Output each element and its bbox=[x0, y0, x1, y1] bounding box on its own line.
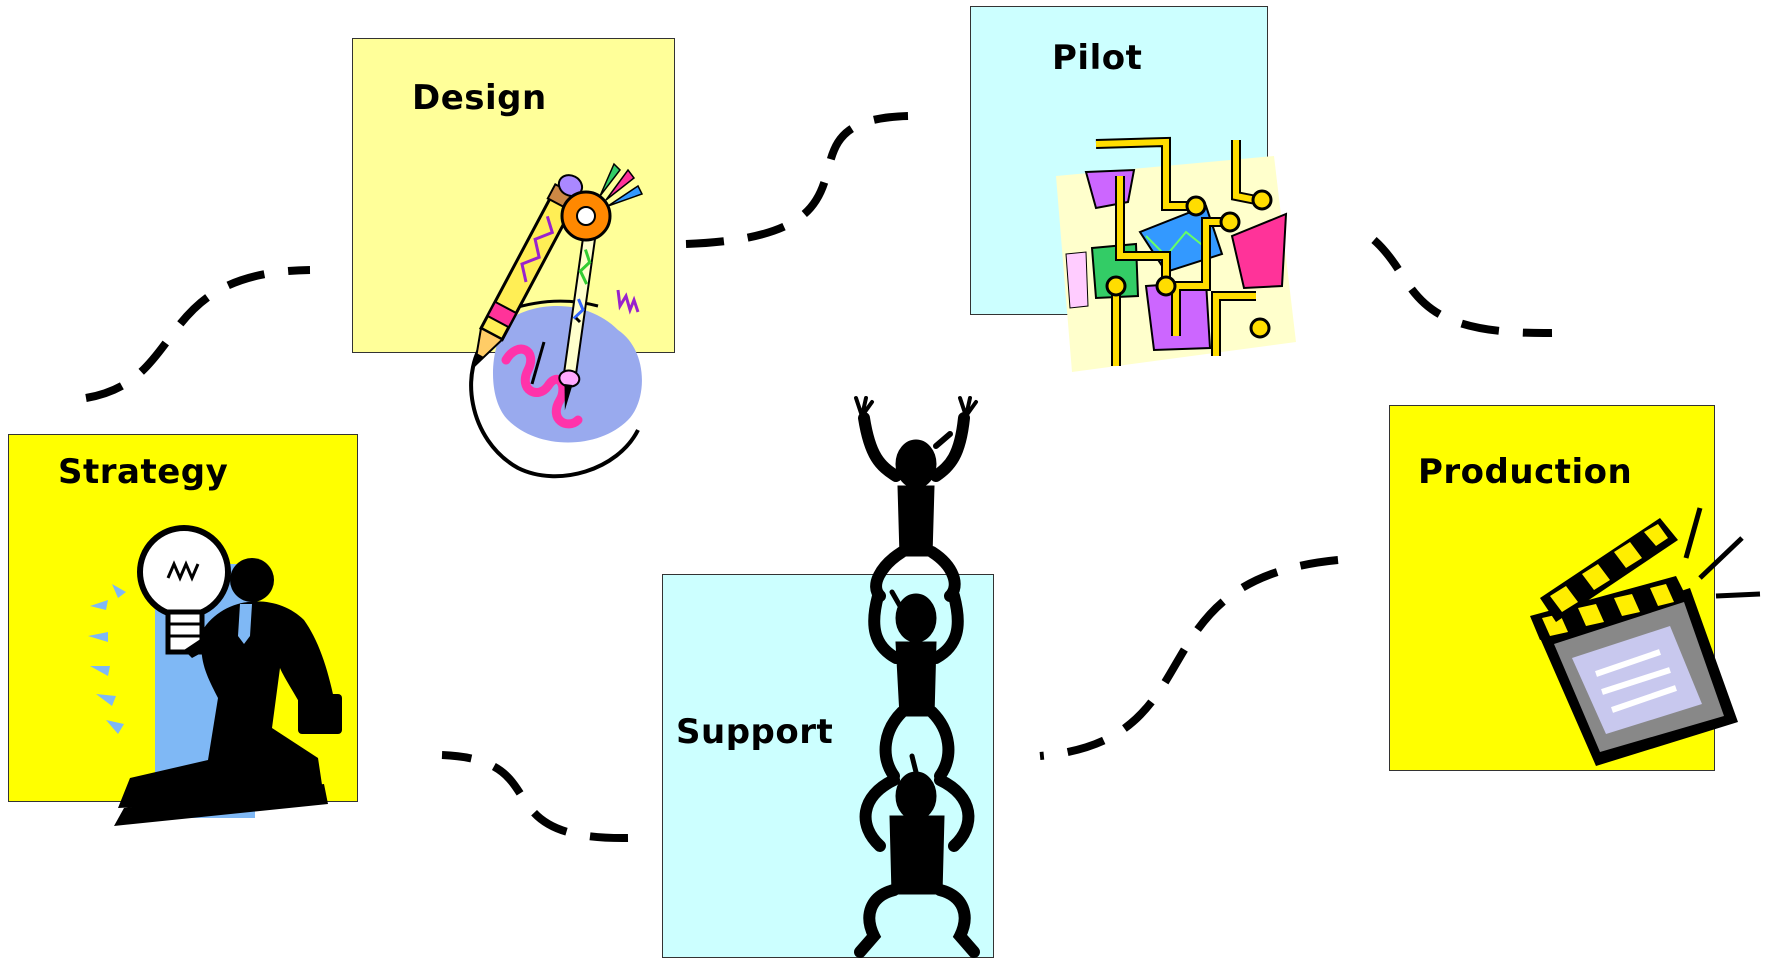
businessman-lightbulb-icon bbox=[88, 525, 342, 826]
production-label: Production bbox=[1418, 452, 1633, 492]
connector-production-support bbox=[1039, 556, 1339, 760]
connector-pilot-production bbox=[1371, 236, 1553, 338]
strategy-label: Strategy bbox=[58, 452, 229, 492]
connector-design-pilot bbox=[685, 112, 909, 248]
drafting-pencil-compass-icon bbox=[469, 162, 644, 479]
design-label: Design bbox=[412, 78, 547, 118]
human-tower-icon bbox=[854, 396, 980, 958]
pilot-label: Pilot bbox=[1052, 38, 1143, 78]
circuit-people-icon bbox=[1056, 136, 1296, 372]
film-clapperboard-icon bbox=[1530, 507, 1761, 766]
connector-support-strategy bbox=[441, 751, 629, 843]
connector-strategy-design bbox=[85, 266, 311, 402]
support-label: Support bbox=[676, 712, 834, 752]
